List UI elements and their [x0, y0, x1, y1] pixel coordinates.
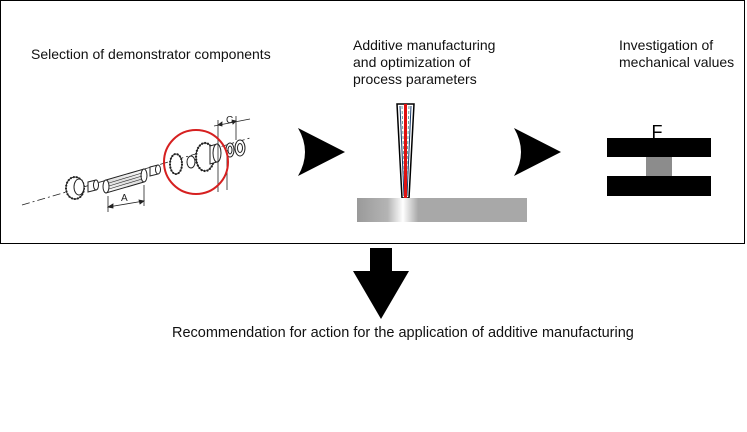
gearbox-components-drawing — [21, 116, 251, 212]
sleeve-left — [87, 179, 99, 193]
dimension-a — [106, 185, 145, 212]
upper-clamp — [607, 138, 711, 157]
dimension-c-label: C — [226, 115, 233, 126]
arrow-to-recommendation — [353, 248, 409, 319]
sleeve-right — [149, 164, 161, 177]
gear-pair — [169, 139, 246, 175]
tensile-test-illustration: F — [607, 122, 711, 196]
arrow-step-1-to-2 — [298, 128, 345, 176]
splined-shaft — [102, 168, 148, 194]
step-label-mechanical-values: Investigation of mechanical values — [619, 37, 735, 70]
highlight-circle — [163, 129, 229, 195]
gear-left — [65, 176, 85, 200]
laser-nozzle-illustration — [396, 103, 415, 199]
arrow-step-2-to-3 — [514, 128, 561, 176]
step-label-recommendation: Recommendation for action for the applic… — [172, 325, 634, 341]
step-label-selection: Selection of demonstrator components — [31, 46, 271, 62]
dimension-a-label: A — [121, 193, 128, 204]
lower-clamp — [607, 176, 711, 196]
force-label: F — [652, 122, 663, 142]
step-label-additive-manufacturing: Additive manufacturing and optimization … — [353, 37, 496, 87]
specimen — [646, 157, 672, 176]
substrate-plate — [357, 198, 527, 222]
